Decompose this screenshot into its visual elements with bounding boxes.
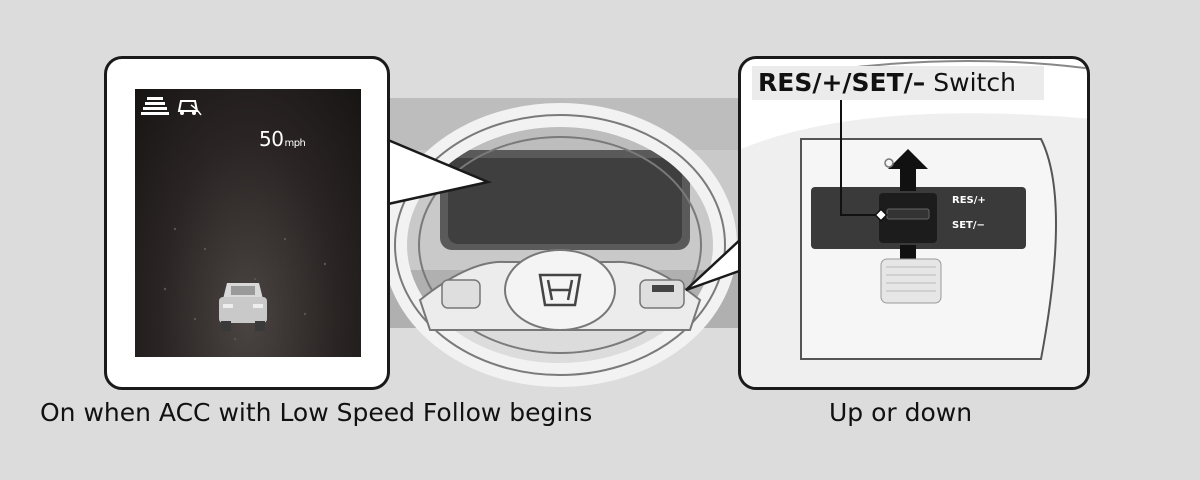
switch-caption: Up or down [829, 398, 973, 427]
display-graphics [141, 97, 327, 341]
instrument-cluster [440, 150, 690, 250]
set-minus-label: SET/− [952, 220, 985, 231]
res-plus-label: RES/+ [952, 195, 986, 206]
leader-line [840, 79, 881, 216]
scroll-wheel[interactable] [880, 258, 942, 304]
speed-unit: mph [284, 138, 306, 149]
up-arrow-icon [888, 149, 928, 191]
switch-callout-panel [738, 56, 1090, 390]
display-caption: On when ACC with Low Speed Follow begins [40, 398, 593, 427]
meter-display: 50mph [135, 89, 361, 357]
left-callout-pointer [387, 138, 493, 206]
road-dots [163, 227, 327, 341]
display-callout-panel: 50mph [104, 56, 390, 390]
right-callout-pointer [685, 237, 743, 292]
set-speed-readout: 50mph [259, 127, 306, 151]
lead-vehicle-icon [219, 283, 267, 331]
switch-name-suffix: Switch [925, 68, 1016, 97]
acc-car-icon [177, 100, 202, 116]
switch-name-bold: RES/+/SET/– [758, 68, 926, 97]
road-lanes-icon [141, 97, 169, 115]
speed-value: 50 [259, 127, 284, 151]
switch-name-label: RES/+/SET/– Switch [752, 66, 1044, 100]
switch-graphics [741, 60, 1087, 387]
honda-logo-icon [538, 273, 582, 307]
